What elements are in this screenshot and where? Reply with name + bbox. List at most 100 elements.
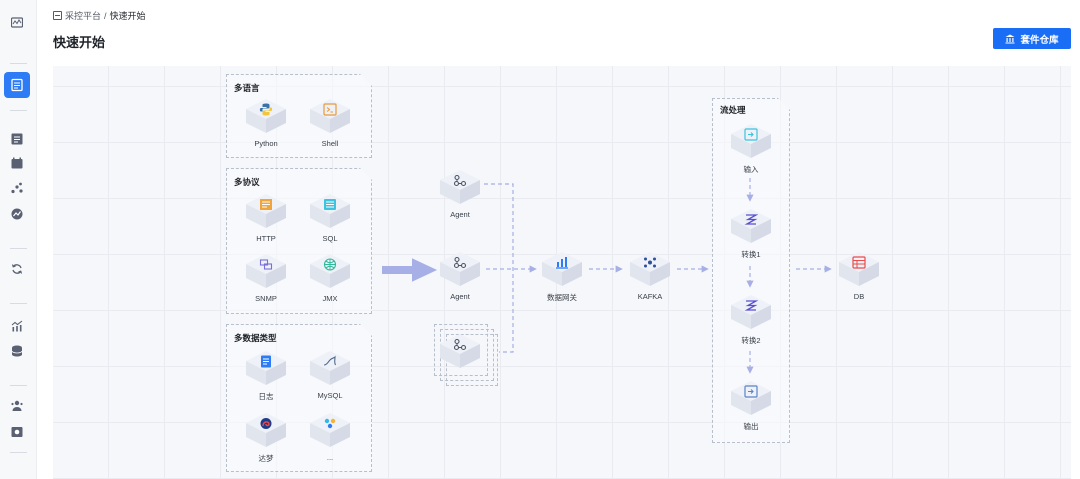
node-label: Shell bbox=[321, 139, 339, 148]
node-label: JMX bbox=[322, 294, 338, 303]
more-icon bbox=[322, 416, 338, 430]
suite-repository-label: 套件仓库 bbox=[1020, 34, 1059, 46]
cube-icon bbox=[310, 413, 350, 447]
node-label: 转换2 bbox=[741, 336, 761, 345]
cube-icon bbox=[310, 99, 350, 133]
transform-icon bbox=[743, 212, 759, 226]
node-label: MySQL bbox=[317, 391, 343, 400]
shell-node[interactable]: Shell bbox=[306, 97, 354, 153]
bar-trend-icon[interactable] bbox=[9, 318, 25, 334]
cube-icon bbox=[839, 252, 879, 286]
log-node[interactable]: 日志 bbox=[242, 349, 290, 405]
cube-icon bbox=[731, 295, 771, 329]
cube-icon bbox=[440, 170, 480, 204]
agent-stack-icon bbox=[452, 337, 468, 351]
transform-icon bbox=[743, 298, 759, 312]
node-label: KAFKA bbox=[637, 292, 663, 301]
python-node[interactable]: Python bbox=[242, 97, 290, 153]
http-icon bbox=[258, 197, 274, 211]
sidebar-divider bbox=[10, 303, 27, 304]
form-list-icon[interactable] bbox=[4, 72, 30, 98]
cube-icon bbox=[246, 99, 286, 133]
snmp-icon bbox=[258, 257, 274, 271]
agent-icon bbox=[452, 255, 468, 269]
group-stream-title: 流处理 bbox=[720, 105, 746, 115]
db-icon bbox=[851, 255, 867, 269]
node-label: Python bbox=[254, 139, 278, 148]
kafka-node[interactable]: KAFKA bbox=[626, 250, 674, 306]
sidebar-divider bbox=[10, 63, 27, 64]
sql-node[interactable]: SQL bbox=[306, 192, 354, 248]
bank-icon bbox=[1005, 34, 1015, 43]
node-label: ... bbox=[326, 453, 334, 462]
breadcrumb-separator: / bbox=[104, 10, 107, 21]
dameng-node[interactable]: 达梦 bbox=[242, 411, 290, 467]
node-label: 日志 bbox=[258, 392, 274, 401]
node-label: 输入 bbox=[743, 165, 759, 174]
stream-transform1-node[interactable]: 转换1 bbox=[727, 207, 775, 263]
stream-output-node[interactable]: 输出 bbox=[727, 379, 775, 435]
agent-icon bbox=[452, 173, 468, 187]
database-icon[interactable] bbox=[9, 343, 25, 359]
group-data-types bbox=[226, 324, 372, 472]
output-icon bbox=[743, 384, 759, 398]
left-sidebar bbox=[0, 0, 37, 479]
topology-icon[interactable] bbox=[9, 180, 25, 196]
db-node[interactable]: DB bbox=[835, 250, 883, 306]
node-label: Agent bbox=[450, 210, 470, 219]
flow-canvas: 多语言 多协议 多数据类型 流处理 Python Sh bbox=[53, 66, 1071, 479]
node-label: 达梦 bbox=[258, 454, 274, 463]
breadcrumb: 采控平台 / 快速开始 bbox=[53, 9, 146, 22]
breadcrumb-parent[interactable]: 采控平台 bbox=[65, 11, 102, 21]
group-data-types-title: 多数据类型 bbox=[234, 333, 277, 343]
more-node[interactable]: ... bbox=[306, 411, 354, 467]
monitor-chart-icon[interactable] bbox=[9, 15, 25, 31]
group-protocols-title: 多协议 bbox=[234, 177, 260, 187]
suite-repository-button[interactable]: 套件仓库 bbox=[993, 28, 1071, 49]
sidebar-divider bbox=[10, 248, 27, 249]
jmx-icon bbox=[322, 257, 338, 271]
breadcrumb-current: 快速开始 bbox=[109, 11, 146, 21]
sidebar-divider bbox=[10, 110, 27, 111]
gateway-icon bbox=[554, 255, 570, 269]
page-title: 快速开始 bbox=[53, 35, 106, 50]
agent-node[interactable]: Agent bbox=[436, 250, 484, 306]
stream-transform2-node[interactable]: 转换2 bbox=[727, 293, 775, 349]
kafka-icon bbox=[642, 255, 658, 269]
stream-input-node[interactable]: 输入 bbox=[727, 122, 775, 178]
dameng-icon bbox=[258, 416, 274, 430]
sql-icon bbox=[322, 197, 338, 211]
mysql-node[interactable]: MySQL bbox=[306, 349, 354, 405]
sidebar-divider bbox=[10, 452, 27, 453]
screen-icon[interactable] bbox=[9, 424, 25, 440]
sync-icon[interactable] bbox=[9, 261, 25, 277]
node-label: SNMP bbox=[255, 294, 277, 303]
group-languages-title: 多语言 bbox=[234, 83, 260, 93]
node-label: SQL bbox=[322, 234, 338, 243]
cube-icon bbox=[440, 334, 480, 368]
python-icon bbox=[258, 102, 274, 116]
group-protocols bbox=[226, 168, 372, 314]
sidebar-divider bbox=[10, 385, 27, 386]
jmx-node[interactable]: JMX bbox=[306, 252, 354, 308]
calendar-icon[interactable] bbox=[9, 155, 25, 171]
trend-icon[interactable] bbox=[9, 206, 25, 222]
shell-icon bbox=[322, 102, 338, 116]
log-icon bbox=[258, 354, 274, 368]
agent-node[interactable]: Agent bbox=[436, 168, 484, 224]
node-label: Agent bbox=[450, 292, 470, 301]
platform-icon bbox=[53, 11, 62, 20]
cube-icon bbox=[310, 351, 350, 385]
http-node[interactable]: HTTP bbox=[242, 192, 290, 248]
node-label: 输出 bbox=[743, 422, 759, 431]
input-icon bbox=[743, 127, 759, 141]
snmp-node[interactable]: SNMP bbox=[242, 252, 290, 308]
node-label: 数据网关 bbox=[547, 293, 577, 302]
user-group-icon[interactable] bbox=[9, 398, 25, 414]
node-label: 转换1 bbox=[741, 250, 761, 259]
gateway-node[interactable]: 数据网关 bbox=[538, 250, 586, 306]
grid-icon[interactable] bbox=[9, 131, 25, 147]
cube-icon bbox=[440, 252, 480, 286]
agent-stack-node[interactable] bbox=[436, 332, 484, 388]
node-label: DB bbox=[853, 292, 865, 301]
